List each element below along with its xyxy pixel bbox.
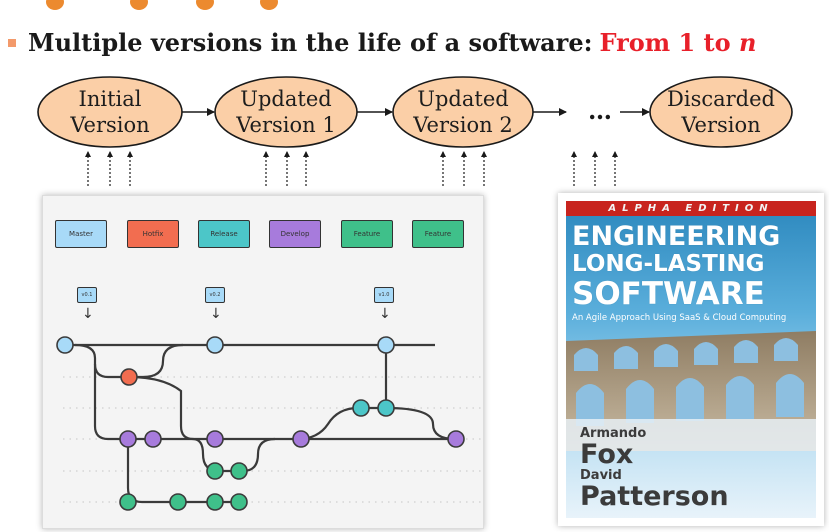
author2-last: Patterson <box>580 481 729 512</box>
version-flow <box>37 76 793 186</box>
branch-label-release: Release <box>198 220 250 248</box>
node-discarded <box>649 76 793 148</box>
git-graph <box>56 336 483 511</box>
book-subtitle: An Agile Approach Using SaaS & Cloud Com… <box>572 313 787 323</box>
headline-lead: Multiple versions in the life of a softw… <box>28 27 593 57</box>
branch-label-hotfix: Hotfix <box>127 220 179 248</box>
aqueduct-illustration <box>566 331 816 451</box>
book-cover-image: ALPHA EDITION ENGINEERING LONG-LASTING S… <box>558 193 824 526</box>
branch-label-feature-2: Feature <box>412 220 464 248</box>
down-arrow-icon: ↓ <box>82 306 94 322</box>
tag-v0-2: v0.2 <box>205 287 225 303</box>
headline: Multiple versions in the life of a softw… <box>8 22 756 62</box>
book-title-line2: LONG-LASTING <box>572 251 765 277</box>
flow-ellipsis: … <box>588 96 612 125</box>
author2-first: David <box>580 468 622 483</box>
book-edition: ALPHA EDITION <box>566 201 816 216</box>
tag-v0-1: v0.1 <box>77 287 97 303</box>
dotted-arrows <box>85 151 618 186</box>
book-title-line3: SOFTWARE <box>572 276 765 312</box>
author1-last: Fox <box>580 439 634 470</box>
headline-highlight: From 1 to n <box>599 27 757 57</box>
branch-label-master: Master <box>55 220 107 248</box>
book-title-line1: ENGINEERING <box>572 221 781 252</box>
down-arrow-icon: ↓ <box>210 306 222 322</box>
tag-v1-0: v1.0 <box>374 287 394 303</box>
down-arrow-icon: ↓ <box>379 306 391 322</box>
branch-label-feature-1: Feature <box>341 220 393 248</box>
top-decoration <box>46 0 278 10</box>
book-cover: ALPHA EDITION ENGINEERING LONG-LASTING S… <box>566 201 816 518</box>
branch-label-develop: Develop <box>269 220 321 248</box>
bullet-icon <box>8 39 16 47</box>
author1-first: Armando <box>580 426 647 441</box>
git-flow-image: Master Hotfix Release Develop Feature Fe… <box>42 195 484 529</box>
